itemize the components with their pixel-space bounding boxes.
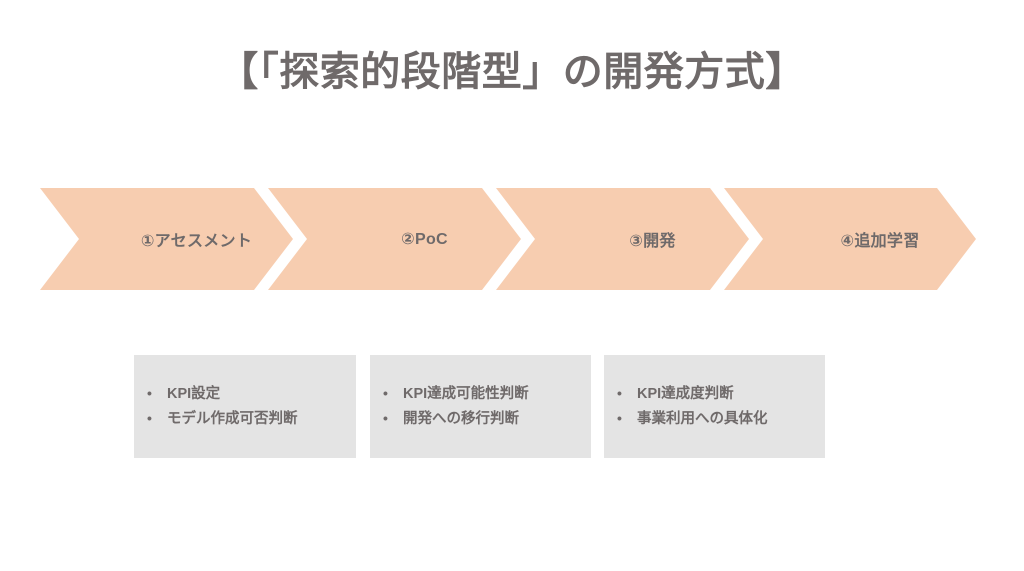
phase-arrow-1[interactable]	[40, 188, 293, 290]
detail-text: 事業利用への具体化	[637, 410, 768, 427]
bullet-icon: •	[147, 384, 152, 401]
phase-arrow-1-label: ①アセスメント	[140, 233, 253, 250]
phase-arrow-2-label: ②PoC	[401, 231, 448, 248]
page-title: 【「探索的段階型」の開発方式】	[218, 50, 806, 94]
phase-arrow-row: ①アセスメント ②PoC ③開発 ④追加学習	[40, 188, 976, 290]
list-item: • KPI設定	[147, 382, 356, 407]
detail-text: KPI達成可能性判断	[403, 385, 529, 402]
detail-box-3: • KPI達成度判断 • 事業利用への具体化	[604, 355, 825, 458]
phase-arrow-3-label: ③開発	[629, 233, 676, 250]
detail-text: KPI達成度判断	[637, 385, 734, 402]
detail-box-1: • KPI設定 • モデル作成可否判断	[134, 355, 356, 458]
detail-text: KPI設定	[167, 385, 221, 402]
list-item: • 開発への移行判断	[383, 407, 591, 432]
detail-text: 開発への移行判断	[403, 410, 519, 427]
list-item: • モデル作成可否判断	[147, 407, 356, 432]
bullet-icon: •	[383, 409, 388, 426]
detail-text: モデル作成可否判断	[167, 410, 298, 427]
phase-arrow-4-label: ④追加学習	[840, 233, 920, 250]
phase-arrow-4[interactable]	[724, 188, 976, 290]
list-item: • KPI達成可能性判断	[383, 382, 591, 407]
list-item: • KPI達成度判断	[617, 382, 825, 407]
detail-box-row: • KPI設定 • モデル作成可否判断 • KPI達成可能性判断 • 開発への移…	[134, 355, 834, 458]
phase-arrow-3[interactable]	[496, 188, 749, 290]
phase-arrow-2[interactable]	[268, 188, 521, 290]
bullet-icon: •	[383, 384, 388, 401]
detail-box-2: • KPI達成可能性判断 • 開発への移行判断	[370, 355, 591, 458]
bullet-icon: •	[617, 409, 622, 426]
bullet-icon: •	[147, 409, 152, 426]
list-item: • 事業利用への具体化	[617, 407, 825, 432]
bullet-icon: •	[617, 384, 622, 401]
